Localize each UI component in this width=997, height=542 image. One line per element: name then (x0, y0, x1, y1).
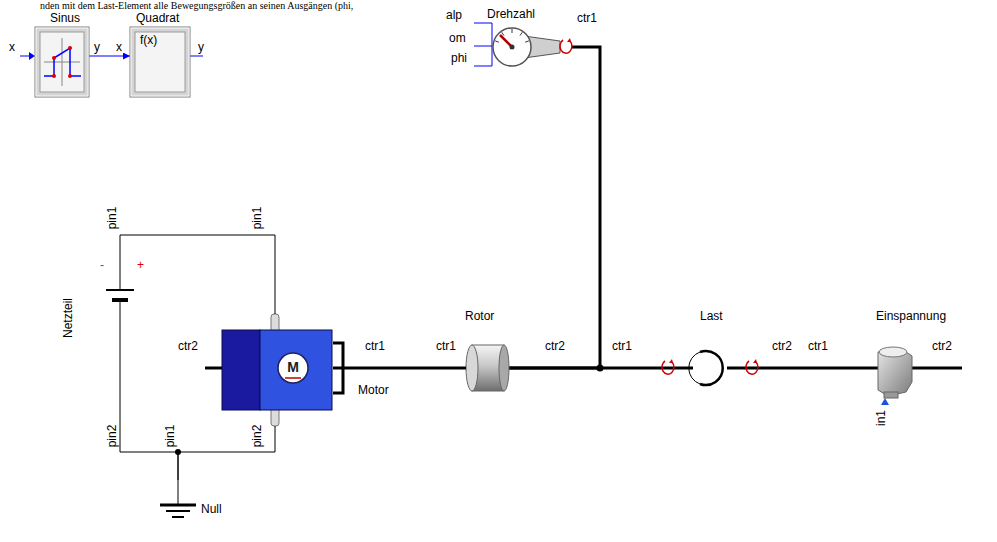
signal-port-label: x (9, 41, 15, 54)
connector-label: ctr1 (577, 12, 597, 25)
pin-label: in1 (875, 410, 888, 426)
cropped-caption: nden mit dem Last-Element alle Bewegungs… (40, 0, 353, 11)
signal-port-label: y (198, 41, 204, 54)
signal-port-label: y (94, 41, 100, 54)
pin-label: pin1 (106, 207, 119, 230)
shaft-line (509, 47, 600, 368)
shaft-line (345, 367, 465, 370)
connector-label: ctr2 (178, 340, 198, 353)
component-name: Einspannung (876, 310, 946, 323)
pin-label: pin2 (106, 425, 119, 448)
function-block: Quadratf(x) (130, 27, 190, 97)
symbol-text: f(x) (140, 34, 157, 47)
input-port (881, 398, 889, 405)
component-name: Sinus (50, 12, 80, 25)
fixed-clamp: Einspannung (860, 340, 920, 402)
connector-label: ctr1 (436, 340, 456, 353)
connector-label: ctr2 (932, 340, 952, 353)
signal-port-label: om (449, 32, 466, 45)
connector-label: ctr1 (612, 340, 632, 353)
ground-symbol: Null (158, 480, 198, 522)
pin-label: pin2 (251, 425, 264, 448)
signal-port-label: phi (451, 52, 467, 65)
signal-line (89, 56, 130, 57)
connector-label: ctr2 (545, 340, 565, 353)
component-name: Quadrat (136, 12, 179, 25)
electric-wire (120, 235, 275, 312)
polarity-mark: + (137, 259, 144, 272)
component-name: Motor (358, 384, 389, 397)
function-block-outline (130, 27, 190, 97)
power-supply: Netzteil (58, 262, 143, 346)
component-name: Last (700, 310, 723, 323)
signal-port-label: x (116, 41, 122, 54)
component-name: Netzteil (62, 298, 75, 338)
component-name: Rotor (465, 310, 494, 323)
ground-symbol-outline (158, 480, 198, 522)
symbol-text: M (287, 361, 299, 374)
shaft-line (760, 367, 860, 370)
pin-label: pin1 (164, 425, 177, 448)
rotor-inertia-outline (465, 340, 509, 396)
dc-motor-outline (205, 312, 345, 428)
signal-port-label: alp (446, 9, 462, 22)
component-name: Drehzahl (487, 8, 535, 21)
connector-label: ctr2 (772, 340, 792, 353)
load-element-outline (660, 343, 760, 393)
polarity-mark: - (100, 259, 104, 272)
connector-label: ctr1 (365, 340, 385, 353)
pin-label: pin1 (251, 207, 264, 230)
dc-motor: MotorM (205, 312, 345, 428)
component-name: Null (201, 503, 222, 516)
speed-sensor: Drehzahl (470, 8, 572, 76)
sinus-block-outline (35, 27, 89, 97)
rotor-inertia: Rotor (465, 340, 509, 396)
fixed-clamp-outline (860, 340, 920, 402)
connector-label: ctr1 (808, 340, 828, 353)
shaft-end (920, 367, 962, 370)
electric-wire (120, 346, 178, 480)
sinus-block: Sinus (35, 27, 89, 97)
load-element: Last (660, 343, 760, 393)
